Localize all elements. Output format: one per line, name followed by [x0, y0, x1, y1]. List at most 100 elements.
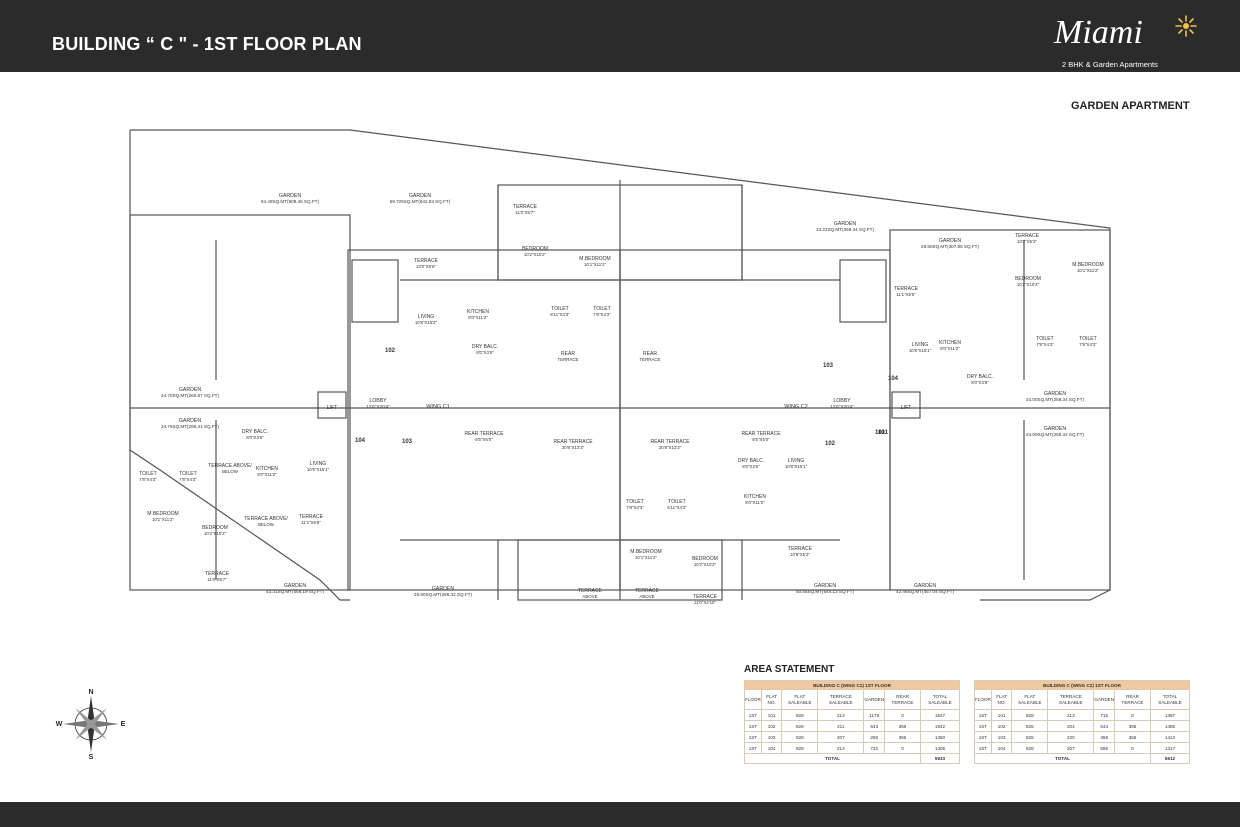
column-header: FLAT NO. [760, 689, 783, 710]
room-label: TOILET [1036, 336, 1053, 342]
room-dimension: 6'11"X4'3" [667, 505, 687, 510]
table-cell: 1ST [744, 742, 762, 754]
table-cell: 213 [1047, 709, 1095, 721]
table-cell: 828 [1011, 731, 1049, 743]
table-cell: 544 [1093, 720, 1116, 732]
compass-north: N [88, 689, 93, 696]
table-cell: 828 [781, 731, 819, 743]
room-label: LIVING [418, 314, 435, 320]
table-cell: 0 [1114, 709, 1152, 721]
room-dimension: TERRACE [558, 357, 579, 362]
room-dimension: 10'2"X10'2" [694, 562, 717, 567]
table-cell: 207 [817, 731, 865, 743]
total-label: TOTAL [743, 753, 922, 764]
room-dimension: 11'1"X5'6" [896, 292, 916, 297]
table-cell: 1405 [920, 742, 960, 754]
lobby-label: LOBBY [369, 398, 387, 404]
column-header: TOTAL SALEABLE [920, 689, 960, 710]
room-label: TERRACE [894, 286, 919, 292]
garden-area: 26.60SQ.MT(286.32 SQ.FT) [414, 592, 472, 597]
room-dimension: 10'1"X11'2" [584, 262, 606, 267]
room-dimension: 11'0"X4'10" [694, 600, 716, 605]
room-dimension: ABOVE [639, 594, 654, 599]
table-cell: 643 [863, 720, 886, 732]
table-cell: 220 [1047, 731, 1095, 743]
room-label: KITCHEN [939, 340, 961, 346]
room-label: KITCHEN [256, 466, 278, 472]
column-header: GARDEN [863, 689, 886, 710]
room-dimension: 10'1"X11'2" [635, 555, 657, 560]
room-label: REAR [643, 351, 657, 357]
table-cell: 1ST [744, 720, 762, 732]
table-cell: 368 [1093, 731, 1116, 743]
flat-number: 101 [878, 430, 889, 436]
column-header: TERRACE SALEABLE [817, 689, 865, 710]
lift-shaft-c2 [891, 391, 921, 419]
room-dimension: 20'8"X13'3" [659, 445, 682, 450]
column-header: FLOOR [974, 689, 992, 710]
logo-wordmark: Miami [1054, 14, 1143, 51]
room-dimension: 10'8"X15'2" [415, 320, 438, 325]
room-dimension: 11'0"X5'7" [515, 210, 535, 215]
room-dimension: 10'0"X5'6" [416, 264, 436, 269]
room-label: LIVING [912, 342, 929, 348]
table-total-row: TOTAL 5612 [973, 753, 1190, 764]
garden-area: 59.725SQ.MT(642.83 SQ.FT) [390, 199, 451, 204]
room-label: REAR TERRACE [553, 439, 593, 445]
room-label: BEDROOM [692, 556, 718, 562]
area-statement-title: AREA STATEMENT [744, 664, 835, 675]
table-cell: 366 [1114, 731, 1152, 743]
room-label: M.BEDROOM [579, 256, 610, 262]
table-cell: 101 [760, 709, 783, 721]
table-cell: 213 [817, 742, 865, 754]
table-cell: 596 [1093, 742, 1116, 754]
room-dimension: 8'0"X11'2" [468, 315, 488, 320]
table-cell: 1397 [1150, 709, 1190, 721]
flat-number: 102 [825, 441, 836, 447]
garden-label: GARDEN [914, 583, 936, 589]
garden-label: GARDEN [834, 221, 856, 227]
column-header: GARDEN [1093, 689, 1116, 710]
room-dimension: 8'0"X11'2" [257, 472, 277, 477]
table-cell: 828 [1011, 720, 1049, 732]
room-dimension: 8'0"X11'2" [745, 500, 765, 505]
area-table-wing-c1: BUILDING C (WING C1) 1ST FLOOR FLOOR FLA… [743, 680, 960, 764]
room-dimension: 10'8"X15'1" [909, 348, 932, 353]
table-cell: 828 [781, 742, 819, 754]
column-header: FLAT NO. [990, 689, 1013, 710]
table-cell: 103 [990, 731, 1013, 743]
table-cell: 1317 [1150, 742, 1190, 754]
room-label: DRY BALC. [242, 429, 268, 435]
room-label: TOILET [551, 306, 568, 312]
room-dimension: 8'0"X11'2" [940, 346, 960, 351]
column-header: FLAT SALEABLE [781, 689, 819, 710]
room-dimension: 10'8"X5'3" [790, 552, 810, 557]
total-value: 5612 [1150, 753, 1190, 764]
room-label: TERRACE [788, 546, 813, 552]
section-label: GARDEN APARTMENT [1071, 100, 1190, 112]
room-label: TERRACE ABOVE/ [244, 516, 288, 522]
room-label: TOILET [668, 499, 685, 505]
column-header: TERRACE SALEABLE [1047, 689, 1095, 710]
table-cell: 366 [1114, 720, 1152, 732]
garden-area: 24.00SQ.MT(258.34 SQ.FT) [1026, 432, 1084, 437]
table-cell: 211 [817, 720, 865, 732]
room-label: M.BEDROOM [630, 549, 661, 555]
table-cell: 366 [884, 731, 922, 743]
table-cell: 715 [1093, 709, 1116, 721]
table-cell: 1ST [744, 731, 762, 743]
room-label: DRY BALC. [738, 458, 764, 464]
page-title: BUILDING “ C " - 1ST FLOOR PLAN [52, 34, 362, 54]
compass-east: E [121, 721, 126, 728]
lobby-label: LOBBY [833, 398, 851, 404]
garden-label: GARDEN [1044, 426, 1066, 432]
room-label: TERRACE [205, 571, 230, 577]
garden-area: 43.31SQ.MT(466.19 SQ.FT) [266, 589, 324, 594]
room-dimension: BELOW [258, 522, 275, 527]
garden-label: GARDEN [179, 387, 201, 393]
